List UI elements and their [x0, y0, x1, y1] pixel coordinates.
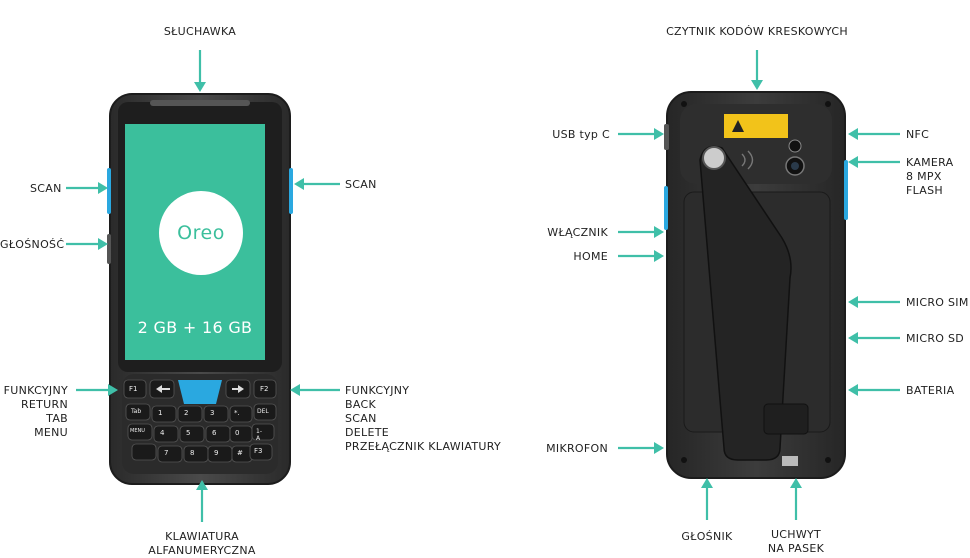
- label-left-func: FUNKCYJNY RETURN TAB MENU: [0, 384, 68, 440]
- label-right-func-4: PRZEŁĄCZNIK KLAWIATURY: [345, 440, 501, 454]
- label-uchwyt-0: UCHWYT: [752, 528, 840, 542]
- label-micro-sd: MICRO SD: [906, 332, 964, 346]
- label-right-func-2: SCAN: [345, 412, 501, 426]
- scan-right-key: [289, 168, 293, 214]
- label-mikrofon: MIKROFON: [530, 442, 608, 456]
- key-2[interactable]: 2: [184, 409, 188, 417]
- label-kamera-1: 8 MPX: [906, 170, 954, 184]
- label-uchwyt: UCHWYT NA PASEK: [752, 528, 840, 556]
- label-czytnik: CZYTNIK KODÓW KRESKOWYCH: [650, 25, 864, 39]
- label-kamera: KAMERA 8 MPX FLASH: [906, 156, 954, 198]
- label-right-func: FUNKCYJNY BACK SCAN DELETE PRZEŁĄCZNIK K…: [345, 384, 501, 454]
- scan-back-right: [844, 160, 848, 220]
- strap-holder: [782, 456, 798, 466]
- key-f2[interactable]: F2: [260, 385, 268, 393]
- label-sluchawka: SŁUCHAWKA: [150, 25, 250, 39]
- label-klawiatura: KLAWIATURA ALFANUMERYCZNA: [132, 530, 272, 558]
- key-6[interactable]: 6: [212, 429, 216, 437]
- label-left-func-1: RETURN: [0, 398, 68, 412]
- key-f1[interactable]: F1: [129, 385, 137, 393]
- label-left-func-3: MENU: [0, 426, 68, 440]
- scan-left-key: [107, 168, 111, 214]
- key-star[interactable]: *.: [234, 409, 240, 417]
- usb-port: [664, 124, 669, 150]
- key-3[interactable]: 3: [210, 409, 214, 417]
- label-kamera-2: FLASH: [906, 184, 954, 198]
- label-uchwyt-1: NA PASEK: [752, 542, 840, 556]
- label-usb: USB typ C: [530, 128, 610, 142]
- label-glosnosc: GŁOŚNOŚĆ: [0, 238, 64, 252]
- key-menu[interactable]: MENU: [130, 428, 145, 434]
- key-1[interactable]: 1: [158, 409, 162, 417]
- label-glosnik: GŁOŚNIK: [668, 530, 746, 544]
- key-9[interactable]: 9: [214, 449, 218, 457]
- key-1a[interactable]: 1-A: [256, 428, 262, 442]
- back-device: [664, 92, 848, 478]
- label-wlacznik: WŁĄCZNIK: [530, 226, 608, 240]
- screen-memory: 2 GB + 16 GB: [128, 318, 262, 338]
- label-nfc: NFC: [906, 128, 929, 142]
- label-scan-left: SCAN: [30, 182, 62, 196]
- flash: [789, 140, 801, 152]
- label-right-func-1: BACK: [345, 398, 501, 412]
- label-klawiatura-0: KLAWIATURA: [132, 530, 272, 544]
- label-home: HOME: [530, 250, 608, 264]
- scan-back-left: [664, 186, 668, 230]
- label-scan-right: SCAN: [345, 178, 377, 192]
- laser-warning-label: [724, 114, 788, 138]
- label-kamera-0: KAMERA: [906, 156, 954, 170]
- strap-clip: [764, 404, 808, 434]
- label-left-func-2: TAB: [0, 412, 68, 426]
- key-f3[interactable]: F3: [254, 447, 262, 455]
- label-bateria: BATERIA: [906, 384, 954, 398]
- key-4[interactable]: 4: [160, 429, 164, 437]
- key-tab[interactable]: Tab: [131, 408, 141, 415]
- volume-key: [107, 234, 111, 264]
- key-5[interactable]: 5: [186, 429, 190, 437]
- earpiece-grill: [150, 100, 250, 106]
- label-micro-sim: MICRO SIM: [906, 296, 969, 310]
- key-del[interactable]: DEL: [257, 408, 269, 415]
- label-right-func-0: FUNKCYJNY: [345, 384, 501, 398]
- key-7[interactable]: 7: [164, 449, 168, 457]
- label-left-func-0: FUNKCYJNY: [0, 384, 68, 398]
- key-8[interactable]: 8: [190, 449, 194, 457]
- strap-screw: [703, 147, 725, 169]
- key-hash[interactable]: #: [237, 449, 243, 457]
- central-scan-key: [178, 380, 222, 404]
- label-right-func-3: DELETE: [345, 426, 501, 440]
- key-0[interactable]: 0: [235, 429, 239, 437]
- front-device: [107, 94, 293, 484]
- screen-brand: Oreo: [160, 222, 242, 244]
